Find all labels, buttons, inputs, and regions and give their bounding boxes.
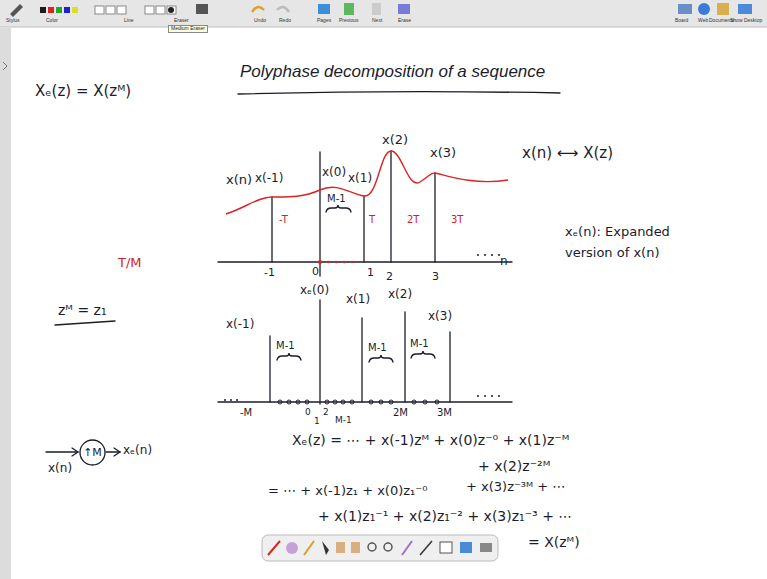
output-label: xₑ(n) [123,444,152,458]
toolbar-label: Erase [398,18,411,24]
sample-line [361,318,362,402]
sample-line [271,197,272,262]
sample-label: x(3) [430,146,456,161]
equation: Xₑ(z) = X(zᴹ) [35,83,131,100]
n-axis [218,261,512,262]
axis-tick: 0 [305,407,311,417]
n-axis [218,401,512,402]
axis-tick: 0 [312,266,319,279]
floating-toolbar-icons [268,541,492,555]
red-marks [318,260,353,264]
upsampler-circle: ↑M [79,439,106,466]
ink [46,92,560,456]
gap-label: M-1 [327,193,346,205]
time-label: 2T [407,214,419,226]
sample-label: x(3) [428,310,452,324]
sample-label: x(0) [322,166,346,180]
gap-label: M-1 [276,340,295,352]
sample-label: x(-1) [226,318,254,332]
analog-signal [226,151,508,214]
sample-line [434,173,435,262]
toolbar-label: Eraser [174,18,189,24]
axis-tick: 2 [323,407,329,417]
sample-label: x(-1) [255,172,283,186]
z-transform-pair: x(n) ⟷ X(z) [522,145,613,162]
underline [55,321,115,325]
toolbar-label: Next [372,18,382,24]
side-arrow [3,62,7,70]
sample-label: xₑ(0) [300,284,329,298]
toolbar-label: Line [124,18,133,24]
sample-line [269,336,270,402]
equation: + x(2)z⁻²ᴹ [478,458,550,474]
equation: Xₑ(z) = ⋯ + x(-1)zᴹ + x(0)z⁻⁰ + x(1)z⁻ᴹ [292,432,569,448]
time-label: T [369,214,375,226]
toolbar [0,0,767,27]
axis-tick: M-1 [335,415,352,425]
brace [411,351,435,358]
equation: = X(zᴹ) [528,534,580,550]
toolbar-label: Pages [317,18,331,24]
sample-line [390,151,391,262]
toolbar-icons [10,3,752,17]
brace [277,353,301,360]
side-panel [0,28,11,579]
sample-line [404,312,405,402]
sampling-period: T/M [118,256,142,271]
brace [369,355,393,362]
toolbar-label: Web [698,18,708,24]
continuation-dots [224,254,500,401]
toolbar-label: Color [46,18,58,24]
title-underline [238,92,560,94]
upsampler-symbol: ↑M [83,446,102,459]
brace [326,205,351,212]
toolbar-label: Previous [339,18,358,24]
equation: = ⋯ + x(-1)z₁ + x(0)z₁⁻⁰ [268,484,427,499]
axis-name: n [500,255,508,269]
toolbar-label: Stylus [6,18,20,24]
sample-label: x(2) [382,133,408,148]
toolbar-label: Board [675,18,688,24]
axis-tick: 1 [314,416,320,426]
time-label: -T [279,214,288,226]
toolbar-label: Show Desktop [730,18,762,24]
sample-line [319,152,320,276]
tooltip: Medium Eraser [168,25,208,33]
substitution: zᴹ = z₁ [58,302,107,318]
axis-tick: 3M [437,407,452,419]
axis-tick: -M [240,407,252,419]
equation: + x(1)z₁⁻¹ + x(2)z₁⁻² + x(3)z₁⁻³ + ⋯ [318,508,572,524]
time-label: 3T [451,214,463,226]
input-arrow [46,451,78,452]
sample-line [319,300,320,404]
title: Polyphase decomposition of a sequence [240,62,545,82]
sample-line [449,332,450,402]
axis-tick: 2 [386,271,393,284]
toolbar-label: Redo [279,18,291,24]
note: xₑ(n): Expanded version of x(n) [565,222,677,264]
axis-tick: 1 [367,267,374,280]
arrow-head [72,448,78,456]
axis-tick: -1 [264,267,275,280]
axis-tick: 3 [432,271,439,284]
sample-label: x(1) [346,293,370,307]
output-arrow [106,451,120,452]
sample-line [363,196,364,262]
equation: + x(3)z⁻³ᴹ + ⋯ [466,480,565,495]
toolbar-label: Undo [254,18,266,24]
arrow-head [114,448,120,456]
sample-label: x(1) [348,172,372,186]
zero-samples [278,400,439,404]
sample-label: x(2) [388,288,412,302]
gap-label: M-1 [410,338,429,350]
gap-label: M-1 [368,342,387,354]
signal-label: x(n) [226,173,252,188]
floating-toolbar [262,535,498,561]
input-label: x(n) [48,462,72,476]
toolbar-border [0,27,767,28]
axis-tick: 2M [393,407,408,419]
